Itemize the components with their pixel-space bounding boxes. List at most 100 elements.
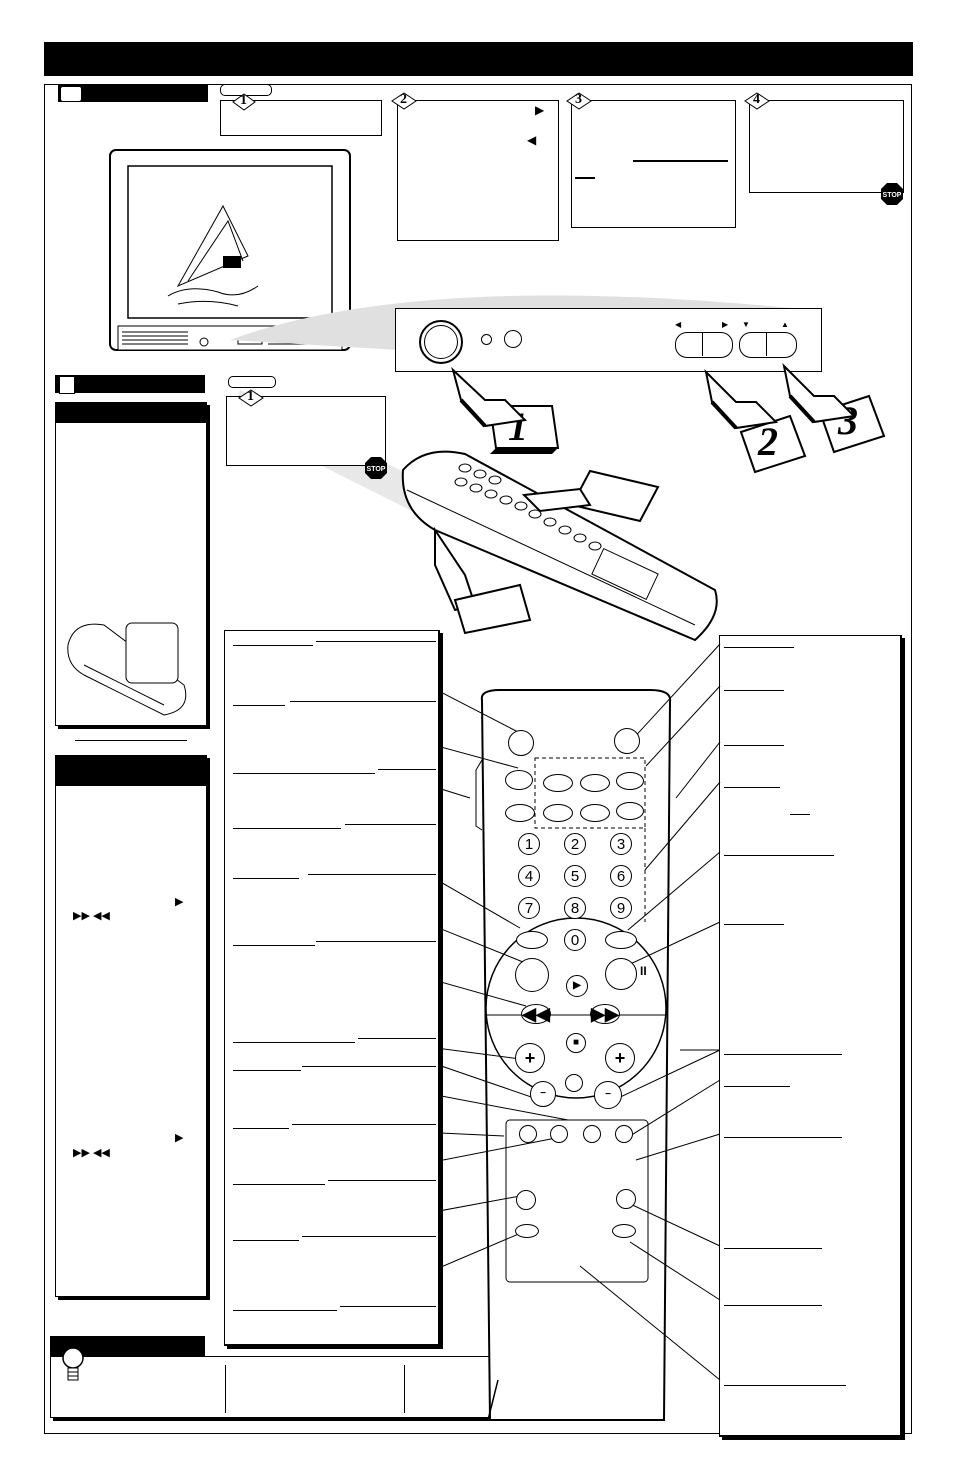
number-key-1[interactable]: 1 bbox=[518, 833, 540, 855]
label-rule bbox=[290, 701, 436, 702]
label-rule bbox=[724, 1305, 822, 1306]
number-key-4[interactable]: 4 bbox=[518, 865, 540, 887]
channel-down-button[interactable]: − bbox=[594, 1081, 622, 1109]
step4-diamond bbox=[744, 92, 770, 110]
step1-box bbox=[220, 100, 382, 136]
ch-up-arrow: ▲ bbox=[781, 320, 789, 329]
remote-step1-number: 1 bbox=[247, 389, 254, 404]
volume-down-button[interactable]: − bbox=[530, 1081, 556, 1107]
power-button[interactable] bbox=[508, 730, 534, 756]
remote-step1-pill bbox=[228, 376, 276, 388]
volume-up-button[interactable]: + bbox=[515, 1043, 545, 1073]
right-small-oval[interactable] bbox=[612, 1224, 636, 1238]
channel-up-button[interactable]: + bbox=[605, 1043, 635, 1073]
function-button-1[interactable] bbox=[519, 1125, 537, 1143]
step2-number: 2 bbox=[400, 92, 407, 107]
label-rule bbox=[724, 745, 784, 746]
left-oval-button[interactable] bbox=[516, 931, 548, 949]
section-header-remote bbox=[55, 375, 205, 393]
remote-step1-box bbox=[226, 396, 386, 466]
label-rule bbox=[724, 690, 784, 691]
rewind-button[interactable]: ◀◀ bbox=[521, 1004, 551, 1024]
sensor bbox=[504, 330, 522, 348]
function-button-3[interactable] bbox=[583, 1125, 601, 1143]
mode-button-f[interactable] bbox=[543, 804, 573, 822]
pause-button[interactable] bbox=[605, 958, 637, 990]
step1-number: 1 bbox=[240, 93, 247, 108]
mute-button[interactable] bbox=[565, 1074, 583, 1092]
label-rule bbox=[233, 1184, 325, 1185]
step4-number: 4 bbox=[753, 92, 760, 107]
label-rule bbox=[233, 828, 341, 829]
section-header-tv bbox=[58, 84, 208, 102]
pause-glyph: II bbox=[640, 964, 647, 978]
power-ring bbox=[424, 325, 458, 359]
step3-diamond bbox=[566, 92, 592, 110]
remote-step1-diamond bbox=[238, 389, 264, 407]
label-rule bbox=[233, 1070, 301, 1071]
mode-button-h[interactable] bbox=[616, 802, 644, 820]
number-key-3[interactable]: 3 bbox=[610, 833, 632, 855]
mode-button-d[interactable] bbox=[616, 772, 644, 790]
label-rule bbox=[292, 1124, 436, 1125]
number-key-0[interactable]: 0 bbox=[564, 929, 586, 951]
label-rule bbox=[328, 1180, 436, 1181]
mode-button-e[interactable] bbox=[505, 804, 535, 822]
stop-button[interactable]: ■ bbox=[566, 1033, 586, 1053]
record-button[interactable] bbox=[516, 1190, 536, 1210]
number-key-9[interactable]: 9 bbox=[610, 897, 632, 919]
step4-box bbox=[749, 100, 904, 193]
right-oval-button[interactable] bbox=[605, 931, 637, 949]
divider-ornament bbox=[75, 740, 187, 741]
mode-button-a[interactable] bbox=[505, 770, 533, 790]
label-rule bbox=[724, 1137, 842, 1138]
label-rule bbox=[302, 1066, 436, 1067]
mode-button-c[interactable] bbox=[580, 774, 610, 792]
label-rule bbox=[233, 878, 299, 879]
label-rule bbox=[724, 1385, 846, 1386]
number-key-8[interactable]: 8 bbox=[564, 897, 586, 919]
label-rule bbox=[378, 769, 436, 770]
label-rule bbox=[358, 1038, 436, 1039]
sleep-button[interactable] bbox=[614, 728, 640, 754]
vol-up-arrow: ▶ bbox=[722, 320, 729, 329]
vol-down-arrow: ◀ bbox=[675, 320, 682, 329]
channel-rocker[interactable] bbox=[739, 332, 797, 358]
volume-rocker[interactable] bbox=[675, 332, 733, 358]
mode-button-b[interactable] bbox=[543, 774, 573, 792]
label-rule bbox=[308, 874, 436, 875]
tips-divider-2 bbox=[404, 1365, 405, 1413]
hand-pointer-1 bbox=[451, 366, 528, 428]
remote-icon bbox=[59, 376, 75, 394]
tips-divider-1 bbox=[225, 1365, 226, 1413]
indicator-light bbox=[481, 334, 492, 345]
menu-button[interactable] bbox=[515, 958, 549, 992]
label-rule bbox=[345, 824, 436, 825]
lightbulb-icon bbox=[59, 1345, 87, 1381]
step2-diamond bbox=[391, 92, 417, 110]
number-key-5[interactable]: 5 bbox=[564, 865, 586, 887]
left-small-oval[interactable] bbox=[515, 1224, 539, 1238]
function-button-4[interactable] bbox=[615, 1125, 633, 1143]
ff-rew-glyphs-1: ▶▶ ◀◀ bbox=[73, 910, 110, 922]
power-button-panel[interactable] bbox=[419, 320, 463, 364]
number-key-7[interactable]: 7 bbox=[518, 897, 540, 919]
label-rule bbox=[233, 705, 285, 706]
channel-divider bbox=[766, 332, 767, 356]
label-rule bbox=[724, 855, 834, 856]
remote-angled-illustration bbox=[401, 450, 718, 642]
fast-forward-button[interactable]: ▶▶ bbox=[590, 1004, 620, 1024]
label-rule bbox=[724, 787, 780, 788]
mode-button-g[interactable] bbox=[580, 804, 610, 822]
function-button-2[interactable] bbox=[550, 1125, 568, 1143]
play-glyph-2: ▶ bbox=[175, 1132, 184, 1144]
right-arrow-glyph: ▶ bbox=[535, 103, 545, 117]
hand-pointer-remote-1 bbox=[521, 469, 660, 523]
right-round-button[interactable] bbox=[616, 1189, 636, 1209]
step3-box bbox=[571, 100, 736, 228]
number-key-6[interactable]: 6 bbox=[610, 865, 632, 887]
play-button[interactable]: ▶ bbox=[566, 975, 588, 997]
stop-sign-icon: STOP bbox=[881, 183, 903, 205]
number-key-2[interactable]: 2 bbox=[564, 833, 586, 855]
left-arrow-glyph: ◀ bbox=[527, 133, 537, 147]
